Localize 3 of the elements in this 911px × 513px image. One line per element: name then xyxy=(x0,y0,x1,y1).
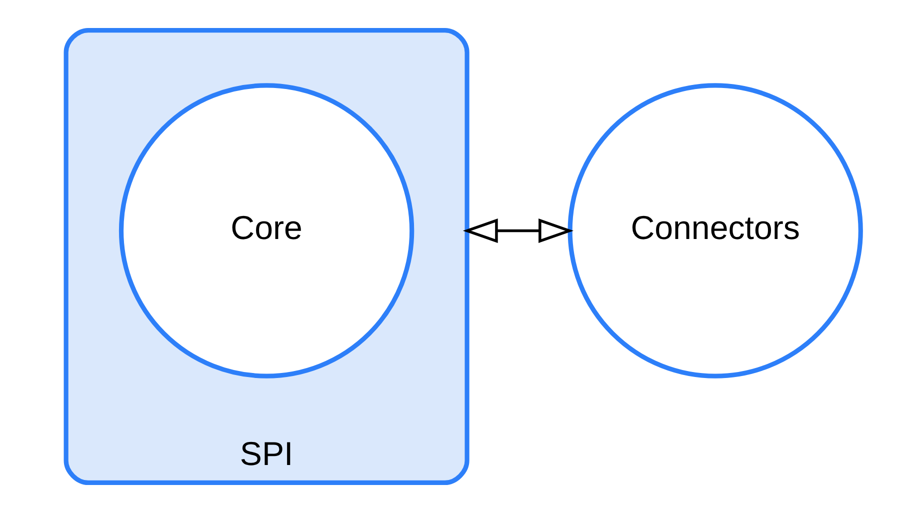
node-circle: Core xyxy=(118,83,414,378)
arrow xyxy=(462,218,574,243)
node-circle: Connectors xyxy=(567,83,862,378)
